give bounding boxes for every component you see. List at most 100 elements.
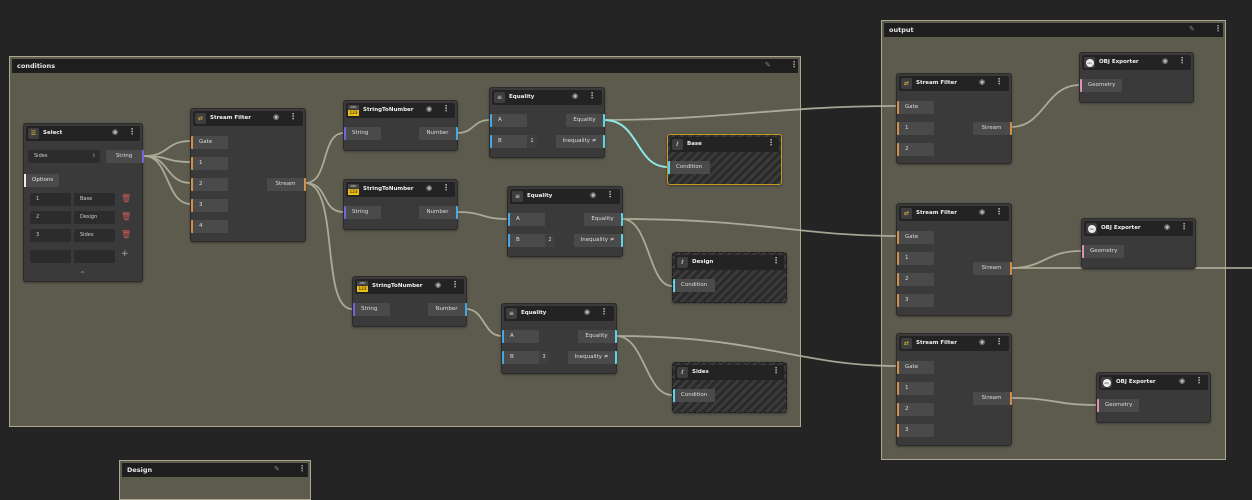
- condition-node-sides[interactable]: ℓ Sides ⋮ Condition: [672, 362, 787, 413]
- node-header[interactable]: obj OBJ Exporter ◉ ⋮: [1082, 55, 1191, 70]
- node-header[interactable]: obj OBJ Exporter ◉ ⋮: [1099, 375, 1208, 390]
- input-port-3[interactable]: 3: [191, 199, 228, 212]
- new-option-key[interactable]: [30, 250, 71, 263]
- input-port-geometry[interactable]: Geometry: [1082, 245, 1124, 258]
- equality-node[interactable]: ≡ Equality ◉ ⋮ A B 3 Equality Inequality…: [501, 303, 617, 374]
- node-header[interactable]: ℓ Base ⋮: [670, 137, 779, 152]
- kebab-icon[interactable]: ⋮: [1178, 56, 1186, 65]
- output-port-string[interactable]: String: [106, 150, 144, 163]
- option-key[interactable]: 3: [30, 229, 71, 242]
- eye-icon[interactable]: ◉: [1164, 223, 1171, 231]
- kebab-icon[interactable]: ⋮: [995, 77, 1003, 86]
- output-stream-filter-node[interactable]: ⇄ Stream Filter ◉ ⋮ Gate 1 2 3 Stream: [896, 203, 1012, 316]
- option-value[interactable]: Base: [74, 193, 115, 206]
- output-port-stream[interactable]: Stream: [973, 392, 1012, 405]
- input-port-gate[interactable]: Gate: [897, 231, 934, 244]
- input-port-geometry[interactable]: Geometry: [1097, 399, 1139, 412]
- eye-icon[interactable]: ◉: [572, 92, 579, 100]
- input-port-geometry[interactable]: Geometry: [1080, 79, 1122, 92]
- select-node[interactable]: ☰ Select ◉ ⋮ Sides ⇕ String Options 1 Ba…: [23, 123, 144, 282]
- output-port-number[interactable]: Number: [419, 127, 458, 140]
- kebab-icon[interactable]: ⋮: [1195, 376, 1203, 385]
- eye-icon[interactable]: ◉: [979, 208, 986, 216]
- input-port-string[interactable]: String: [344, 206, 381, 219]
- input-port-gate[interactable]: Gate: [897, 361, 934, 374]
- eye-icon[interactable]: ◉: [1162, 57, 1169, 65]
- node-header[interactable]: ⇄ Stream Filter ◉ ⋮: [899, 76, 1009, 91]
- group-header[interactable]: conditions ✎ ⋮: [12, 59, 798, 73]
- eye-icon[interactable]: ◉: [1179, 377, 1186, 385]
- input-port-1[interactable]: 1: [897, 252, 934, 265]
- eye-icon[interactable]: ◉: [979, 338, 986, 346]
- kebab-icon[interactable]: ⋮: [451, 280, 459, 289]
- condition-node-base[interactable]: ℓ Base ⋮ Condition: [667, 134, 782, 185]
- input-port-gate[interactable]: Gate: [191, 136, 228, 149]
- kebab-icon[interactable]: ⋮: [995, 207, 1003, 216]
- kebab-icon[interactable]: ⋮: [442, 104, 450, 113]
- input-port-2[interactable]: 2: [897, 143, 934, 156]
- option-value[interactable]: Design: [74, 211, 115, 224]
- output-port-inequality[interactable]: Inequality ≠: [568, 351, 617, 364]
- kebab-icon[interactable]: ⋮: [442, 183, 450, 192]
- input-port-b[interactable]: B 1: [490, 135, 537, 148]
- condition-node-design[interactable]: ℓ Design ⋮ Condition: [672, 252, 787, 303]
- kebab-icon[interactable]: ⋮: [772, 256, 780, 265]
- kebab-icon[interactable]: ⋮: [1180, 222, 1188, 231]
- pencil-icon[interactable]: ✎: [1189, 25, 1195, 33]
- node-header[interactable]: ☰ Select ◉ ⋮: [26, 126, 140, 141]
- collapse-chevron-icon[interactable]: ^: [80, 271, 86, 278]
- group-header[interactable]: output ✎ ⋮: [884, 23, 1223, 37]
- b-value[interactable]: 1: [527, 135, 537, 148]
- kebab-icon[interactable]: ⋮: [790, 60, 798, 69]
- eye-icon[interactable]: ◉: [112, 128, 119, 136]
- eye-icon[interactable]: ◉: [979, 78, 986, 86]
- input-port-string[interactable]: String: [353, 303, 390, 316]
- kebab-icon[interactable]: ⋮: [128, 127, 136, 136]
- input-port-2[interactable]: 2: [191, 178, 228, 191]
- node-header[interactable]: ⇄ Stream Filter ◉ ⋮: [899, 206, 1009, 221]
- input-port-b[interactable]: B 3: [502, 351, 549, 364]
- trash-icon[interactable]: 🗑: [121, 194, 132, 203]
- eye-icon[interactable]: ◉: [590, 191, 597, 199]
- kebab-icon[interactable]: ⋮: [298, 464, 306, 473]
- input-port-gate[interactable]: Gate: [897, 101, 934, 114]
- node-header[interactable]: ≡ Equality ◉ ⋮: [510, 189, 620, 204]
- obj-exporter-node[interactable]: obj OBJ Exporter ◉ ⋮ Geometry: [1081, 218, 1196, 269]
- node-header[interactable]: ⇄ Stream Filter ◉ ⋮: [193, 111, 303, 126]
- eye-icon[interactable]: ◉: [426, 184, 433, 192]
- new-option-value[interactable]: [74, 250, 115, 263]
- equality-node[interactable]: ≡ Equality ◉ ⋮ A B 1 Equality Inequality…: [489, 87, 605, 158]
- input-port-condition[interactable]: Condition: [668, 161, 710, 174]
- node-header[interactable]: ℓ Sides ⋮: [675, 365, 784, 380]
- kebab-icon[interactable]: ⋮: [1214, 24, 1222, 33]
- input-port-condition[interactable]: Condition: [673, 389, 715, 402]
- input-port-a[interactable]: A: [508, 213, 545, 226]
- trash-icon[interactable]: 🗑: [121, 212, 132, 221]
- input-port-a[interactable]: A: [502, 330, 539, 343]
- node-header[interactable]: ⇄ Stream Filter ◉ ⋮: [899, 336, 1009, 351]
- input-port-3[interactable]: 3: [897, 424, 934, 437]
- output-port-equality[interactable]: Equality: [566, 114, 605, 127]
- output-port-inequality[interactable]: Inequality ≠: [574, 234, 623, 247]
- eye-icon[interactable]: ◉: [584, 308, 591, 316]
- node-header[interactable]: obj OBJ Exporter ◉ ⋮: [1084, 221, 1193, 236]
- eye-icon[interactable]: ◉: [435, 281, 442, 289]
- output-port-number[interactable]: Number: [419, 206, 458, 219]
- kebab-icon[interactable]: ⋮: [289, 112, 297, 121]
- output-stream-filter-node[interactable]: ⇄ Stream Filter ◉ ⋮ Gate 1 2 Stream: [896, 73, 1012, 164]
- option-key[interactable]: 1: [30, 193, 71, 206]
- obj-exporter-node[interactable]: obj OBJ Exporter ◉ ⋮ Geometry: [1096, 372, 1211, 423]
- option-key[interactable]: 2: [30, 211, 71, 224]
- input-port-a[interactable]: A: [490, 114, 527, 127]
- input-port-4[interactable]: 4: [191, 220, 228, 233]
- input-port-b[interactable]: B 2: [508, 234, 555, 247]
- eye-icon[interactable]: ◉: [273, 113, 280, 121]
- kebab-icon[interactable]: ⋮: [772, 366, 780, 375]
- b-value[interactable]: 2: [545, 234, 555, 247]
- kebab-icon[interactable]: ⋮: [600, 307, 608, 316]
- pencil-icon[interactable]: ✎: [765, 61, 771, 69]
- output-port-stream[interactable]: Stream: [973, 262, 1012, 275]
